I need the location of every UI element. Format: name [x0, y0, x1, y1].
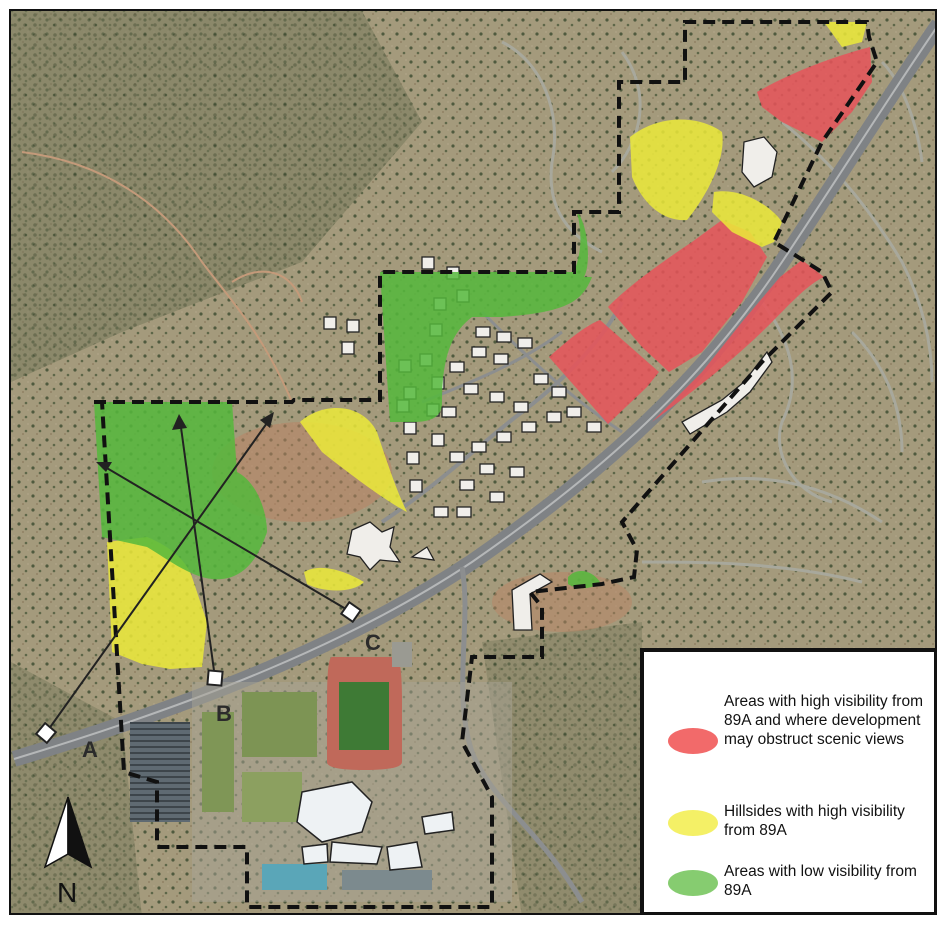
legend-swatch-green [668, 870, 718, 896]
viewpoint-b-marker [206, 669, 224, 687]
yellow-zones [107, 22, 867, 669]
legend-item-low-visibility: Areas with low visibility from 89A [668, 862, 918, 907]
sight-arrowheads [96, 412, 274, 472]
legend-label: Areas with low visibility from 89A [724, 863, 917, 899]
legend-label: Areas with high visibility from 89A and … [724, 693, 923, 748]
aerial-map: A B C N [11, 11, 935, 913]
legend-label: Hillsides with high visibility from 89A [724, 803, 905, 839]
sight-lines [45, 415, 352, 734]
viewpoint-a-marker [34, 721, 58, 745]
highway-89a-centerline [13, 28, 935, 760]
dense-vegetation-west [11, 11, 422, 382]
study-area-boundary [94, 20, 880, 909]
viewpoint-c-label: C [365, 630, 381, 655]
map-frame: A B C N Areas with high visibility from … [9, 9, 937, 915]
green-zones [94, 212, 600, 589]
dirt-trail [231, 270, 303, 303]
red-zones [549, 47, 872, 424]
dense-vegetation-southeast [482, 622, 642, 913]
viewpoint-markers [34, 600, 363, 745]
village-buildings [323, 136, 778, 631]
viewpoint-a-label: A [82, 737, 98, 762]
viewpoint-c-marker [339, 600, 363, 624]
legend-swatch-yellow [668, 810, 718, 836]
north-label: N [57, 877, 77, 908]
north-arrow-icon [43, 796, 93, 869]
legend-item-high-visibility: Areas with high visibility from 89A and … [668, 692, 923, 792]
village-road [480, 310, 623, 434]
viewpoint-b-label: B [216, 701, 232, 726]
map-legend: Areas with high visibility from 89A and … [640, 648, 935, 913]
dirt-trail [21, 151, 293, 403]
legend-swatch-red [668, 728, 718, 754]
school-campus [130, 642, 512, 902]
legend-item-hillsides: Hillsides with high visibility from 89A [668, 802, 918, 847]
residential-streets [501, 40, 934, 584]
